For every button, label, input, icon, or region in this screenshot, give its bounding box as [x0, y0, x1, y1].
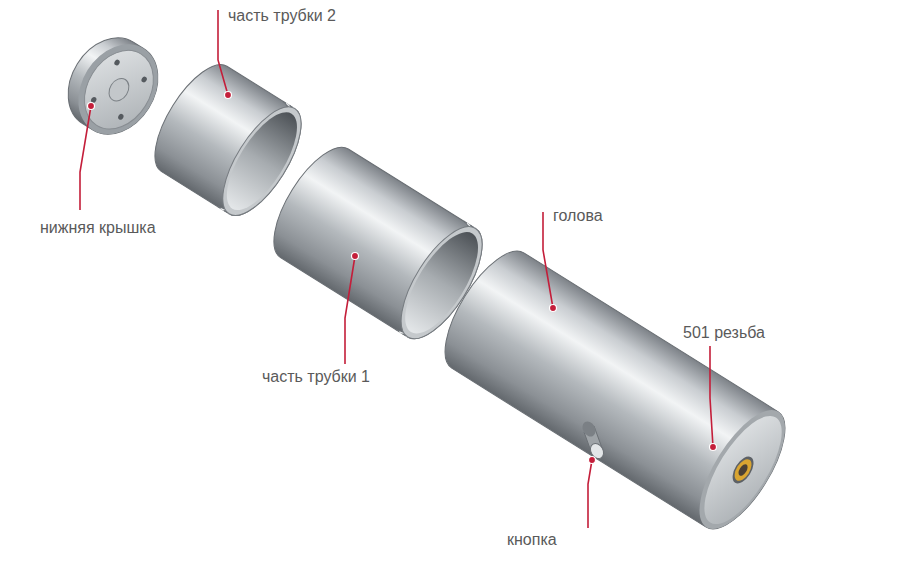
button [580, 419, 606, 461]
part-label: часть трубки 2 [228, 6, 336, 26]
head [429, 239, 801, 542]
part-label: 501 резьба [683, 323, 765, 343]
part-label: нижняя крышка [40, 218, 156, 238]
leader-dots [88, 92, 717, 464]
leader-lines [80, 10, 713, 528]
part-label: кнопка [507, 530, 557, 550]
bottom-cap [52, 23, 174, 149]
part-label: часть трубки 1 [262, 367, 370, 387]
part-label: голова [553, 206, 603, 226]
